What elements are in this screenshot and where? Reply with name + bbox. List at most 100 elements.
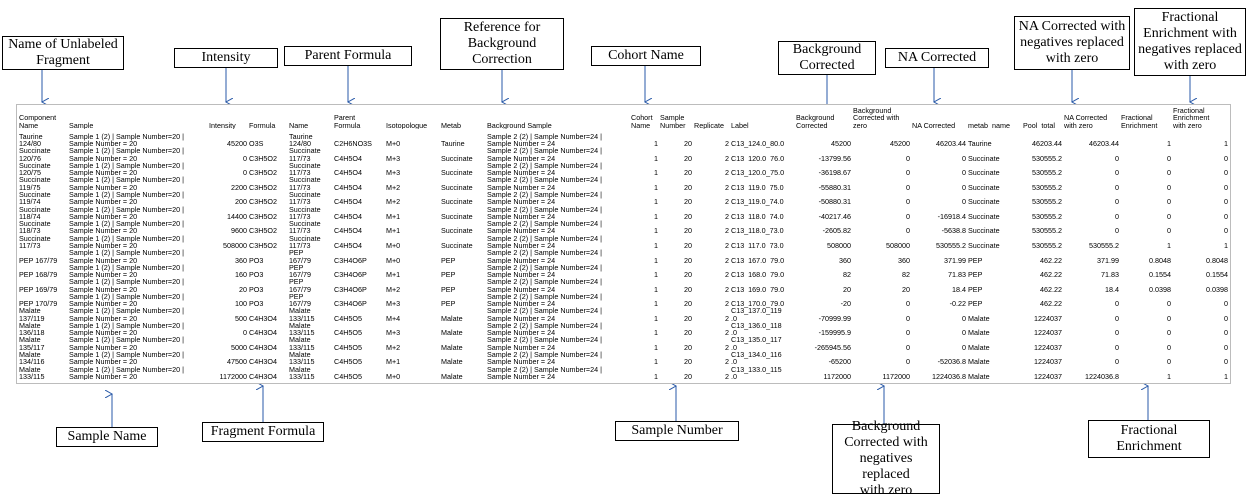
- table-cell: 0: [1224, 227, 1228, 235]
- table-cell: Sample 2 (2) | Sample Number=24 | Sample…: [487, 365, 602, 381]
- table-cell: C3H5O2: [249, 154, 277, 163]
- table-cell: Succinate: [441, 241, 473, 250]
- column-header: Metab: [441, 121, 461, 129]
- table-cell: 20: [684, 329, 692, 337]
- table-cell: Sample 2 (2) | Sample Number=24 | Sample…: [487, 292, 602, 308]
- table-cell: 9600: [231, 227, 247, 235]
- callout-background-corrected: Background Corrected: [778, 41, 876, 75]
- table-cell: Succinate: [441, 154, 473, 163]
- table-cell: 0: [1115, 227, 1119, 235]
- table-cell: 0.1554: [1206, 271, 1228, 279]
- table-cell: 20: [684, 198, 692, 206]
- table-cell: 20: [239, 285, 247, 294]
- callout-fragment-formula: Fragment Formula: [202, 422, 324, 442]
- table-cell: Succinate 117/73: [289, 147, 321, 163]
- table-cell: C3H4O6P: [334, 285, 367, 294]
- table-cell: 0: [1167, 329, 1171, 337]
- table-cell: Sample 2 (2) | Sample Number=24 | Sample…: [487, 190, 602, 206]
- table-cell: 1: [654, 372, 658, 381]
- table-cell: 0: [962, 198, 966, 206]
- table-cell: Sample 2 (2) | Sample Number=24 | Sample…: [487, 176, 602, 192]
- table-cell: M+1: [386, 358, 401, 366]
- table-cell: -52036.8: [937, 358, 966, 366]
- table-cell: 2: [725, 256, 729, 264]
- column-header: Background Corrected with zero: [853, 106, 900, 130]
- table-cell: 0: [1167, 358, 1171, 366]
- table-cell: 0.0398: [1149, 285, 1171, 294]
- table-cell: 0: [962, 183, 966, 192]
- table-cell: Sample 2 (2) | Sample Number=24 | Sample…: [487, 205, 602, 221]
- table-cell: Malate: [441, 358, 463, 366]
- table-cell: C13_135.0_117 .0: [731, 336, 782, 352]
- table-cell: 1: [654, 358, 658, 366]
- table-cell: 1: [654, 271, 658, 279]
- table-cell: Succinate: [441, 227, 473, 235]
- table-cell: Sample 1 (2) | Sample Number=20 | Sample…: [69, 205, 184, 221]
- table-cell: 20: [684, 256, 692, 264]
- column-header: NA Corrected with zero: [1064, 114, 1108, 129]
- table-cell: 2: [725, 241, 729, 250]
- table-cell: M+3: [386, 169, 401, 177]
- table-cell: 530555.2: [1032, 154, 1062, 163]
- table-cell: 0: [1224, 198, 1228, 206]
- table-cell: Succinate 117/73: [19, 234, 51, 250]
- table-cell: 0: [243, 154, 247, 163]
- table-cell: C13_124.0_80.0: [731, 140, 785, 148]
- table-cell: 0: [962, 154, 966, 163]
- table-cell: 0: [1167, 343, 1171, 352]
- table-cell: 0: [906, 198, 910, 206]
- table-cell: 1224037: [1034, 358, 1062, 366]
- table-cell: PEP 168/79: [19, 271, 58, 279]
- table-cell: 1: [654, 300, 658, 308]
- table-cell: Malate 133/115: [289, 336, 315, 352]
- callout-cohort-name: Cohort Name: [591, 46, 701, 66]
- table-cell: Sample 2 (2) | Sample Number=24 | Sample…: [487, 307, 602, 323]
- table-cell: M+2: [386, 285, 401, 294]
- table-cell: Sample 1 (2) | Sample Number=20 | Sample…: [69, 234, 184, 250]
- column-header: Background Corrected: [796, 114, 835, 129]
- column-header: Label: [731, 121, 749, 129]
- table-cell: 462.22: [1040, 300, 1062, 308]
- table-cell: PEP: [441, 300, 456, 308]
- table-cell: -13799.56: [818, 154, 851, 163]
- table-cell: C4H3O4: [249, 343, 277, 352]
- table-cell: PEP: [441, 256, 456, 264]
- table-cell: 20: [684, 154, 692, 163]
- table-cell: C13_170.0_79.0: [731, 300, 785, 308]
- table-cell: Malate 136/118: [19, 321, 45, 337]
- table-cell: Succinate: [968, 169, 1000, 177]
- table-cell: 1224036.8: [1085, 372, 1119, 381]
- table-cell: 0.8048: [1149, 256, 1171, 264]
- table-cell: M+1: [386, 271, 401, 279]
- table-cell: 2: [725, 271, 729, 279]
- table-cell: 1: [654, 241, 658, 250]
- table-cell: Malate 134/116: [19, 351, 45, 366]
- table-cell: 0: [962, 329, 966, 337]
- table-cell: PEP: [441, 285, 456, 294]
- table-cell: 2: [725, 343, 729, 352]
- table-cell: 20: [684, 358, 692, 366]
- table-cell: 0: [1115, 212, 1119, 221]
- table-cell: Succinate 117/73: [289, 205, 321, 221]
- table-cell: C3H5O2: [249, 241, 277, 250]
- callout-intensity: Intensity: [174, 48, 278, 68]
- table-cell: Sample 2 (2) | Sample Number=24 | Sample…: [487, 336, 602, 352]
- column-header: Component Name: [19, 114, 57, 129]
- table-cell: 20: [684, 372, 692, 381]
- table-cell: 20: [684, 169, 692, 177]
- table-cell: -40217.46: [818, 212, 851, 221]
- table-cell: 0: [906, 169, 910, 177]
- table-cell: 1224036.8: [932, 372, 966, 381]
- table-cell: M+2: [386, 198, 401, 206]
- table-cell: 20: [684, 314, 692, 323]
- table-cell: C4H5O4: [334, 154, 362, 163]
- table-cell: 530555.2: [1032, 169, 1062, 177]
- table-cell: 2: [725, 183, 729, 192]
- table-cell: 0: [1115, 154, 1119, 163]
- table-row: Malate 136/118 Sample 1 (2) | Sample Numb…: [17, 322, 1230, 337]
- callout-parent-formula: Parent Formula: [284, 46, 412, 66]
- table-cell: Sample 1 (2) | Sample Number=20 | Sample…: [69, 190, 184, 206]
- table-cell: Sample 1 (2) | Sample Number=20 | Sample…: [69, 321, 184, 337]
